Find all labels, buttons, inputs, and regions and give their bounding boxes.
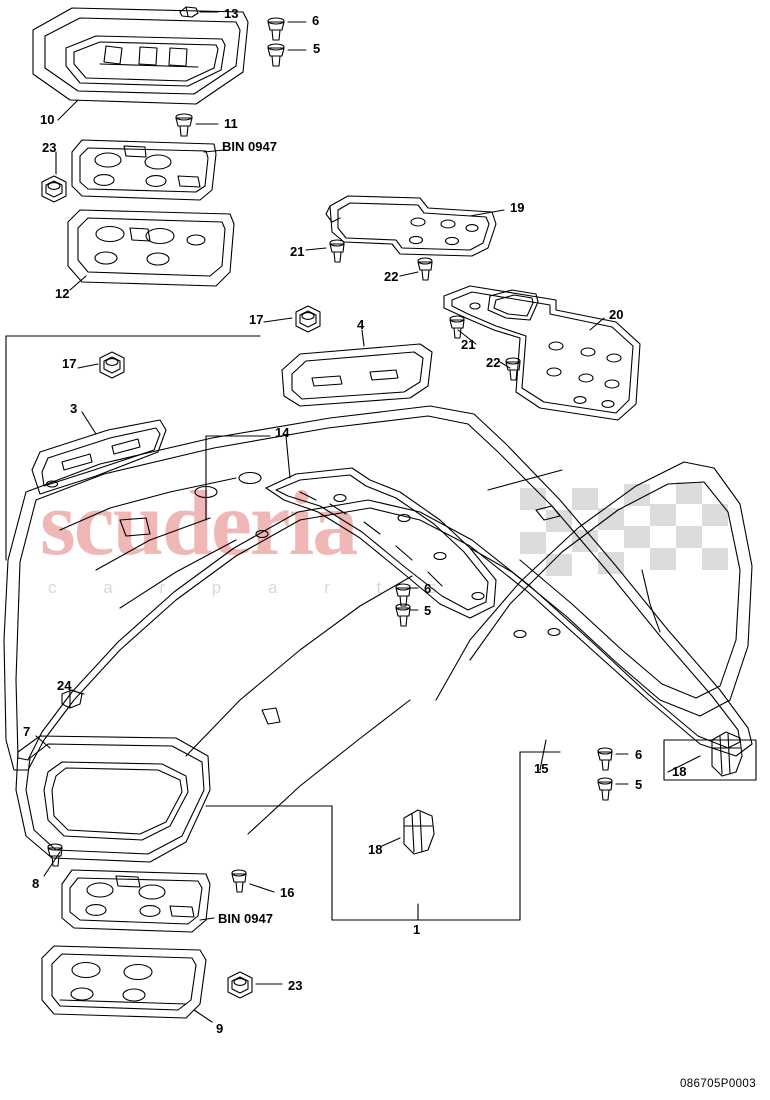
bin-label-lower: BIN 0947 bbox=[218, 911, 273, 926]
callout-1: 1 bbox=[413, 922, 421, 937]
callout-3: 3 bbox=[70, 401, 78, 416]
callout-4: 4 bbox=[357, 317, 365, 332]
callout-15: 15 bbox=[534, 761, 549, 776]
callout-8: 8 bbox=[32, 876, 40, 891]
callout-22a: 22 bbox=[384, 269, 399, 284]
callout-24: 24 bbox=[57, 678, 72, 693]
callout-22b: 22 bbox=[486, 355, 501, 370]
callout-23b: 23 bbox=[288, 978, 303, 993]
callout-17a: 17 bbox=[249, 312, 264, 327]
callout-16: 16 bbox=[280, 885, 295, 900]
callout-7: 7 bbox=[23, 724, 31, 739]
drawing-part-code: 086705P0003 bbox=[679, 1078, 756, 1090]
callout-18a: 18 bbox=[672, 764, 687, 779]
callout-6b: 6 bbox=[424, 581, 432, 596]
callout-23a: 23 bbox=[42, 140, 57, 155]
callout-13: 13 bbox=[224, 6, 239, 21]
callout-21a: 21 bbox=[290, 244, 305, 259]
bin-label-upper: BIN 0947 bbox=[222, 139, 277, 154]
callout-18b: 18 bbox=[368, 842, 383, 857]
callout-14: 14 bbox=[275, 425, 290, 440]
callout-6a: 6 bbox=[312, 13, 320, 28]
callout-10: 10 bbox=[40, 112, 55, 127]
callout-5b: 5 bbox=[424, 603, 432, 618]
callout-12: 12 bbox=[55, 286, 70, 301]
callout-6c: 6 bbox=[635, 747, 643, 762]
callout-20: 20 bbox=[609, 307, 624, 322]
callout-11: 11 bbox=[224, 116, 238, 131]
callout-5a: 5 bbox=[313, 41, 321, 56]
callout-19: 19 bbox=[510, 200, 525, 215]
callout-17b: 17 bbox=[62, 356, 77, 371]
callout-9: 9 bbox=[216, 1021, 224, 1036]
callout-21b: 21 bbox=[461, 337, 476, 352]
callout-5c: 5 bbox=[635, 777, 643, 792]
